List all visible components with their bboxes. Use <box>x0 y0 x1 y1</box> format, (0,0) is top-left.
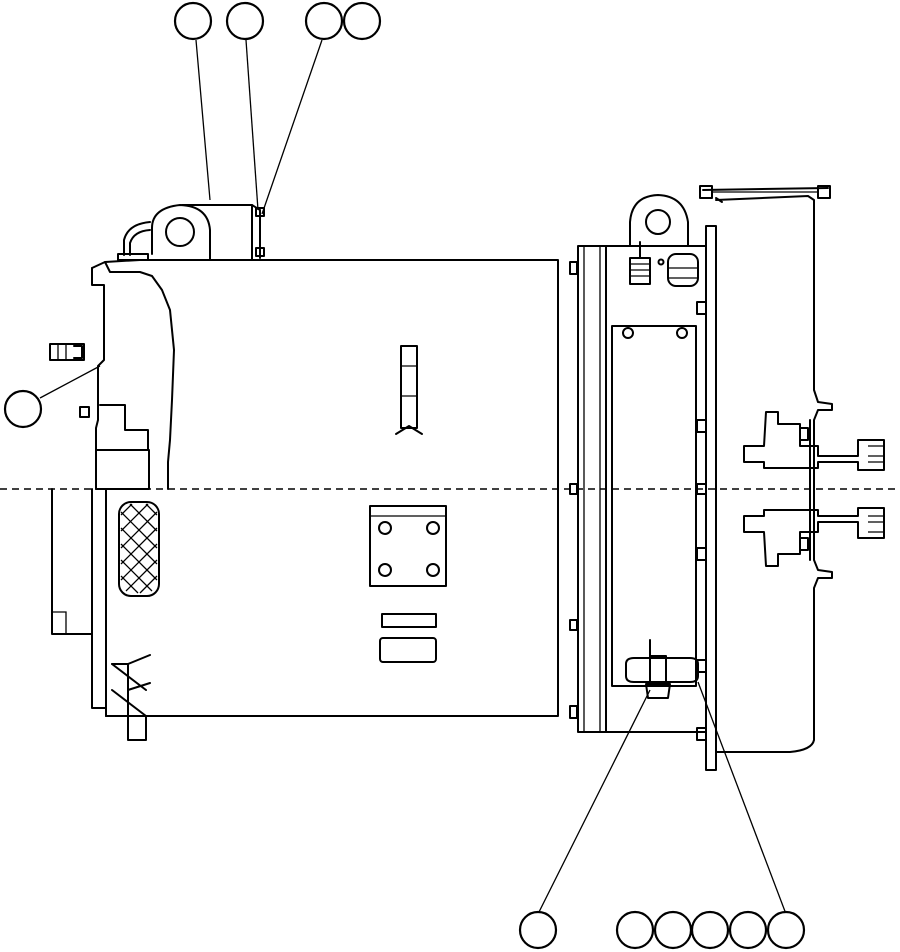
balloon-top-1 <box>173 1 213 41</box>
balloon-bottom-6 <box>766 910 806 950</box>
balloon-bottom-1 <box>518 910 558 950</box>
left-end-housing <box>49 261 175 741</box>
balloon-top-3 <box>304 1 344 41</box>
stator-body <box>104 204 578 719</box>
fan-cover <box>699 185 885 753</box>
balloon-top-2 <box>225 1 265 41</box>
balloon-bottom-5 <box>728 910 768 950</box>
end-shield <box>577 194 717 771</box>
mesh-pattern <box>120 503 158 594</box>
balloon-bottom-2 <box>615 910 655 950</box>
balloon-bottom-3 <box>653 910 693 950</box>
balloon-top-4 <box>342 1 382 41</box>
balloon-bottom-4 <box>690 910 730 950</box>
balloon-left <box>3 389 43 429</box>
leader-lines <box>39 39 787 915</box>
